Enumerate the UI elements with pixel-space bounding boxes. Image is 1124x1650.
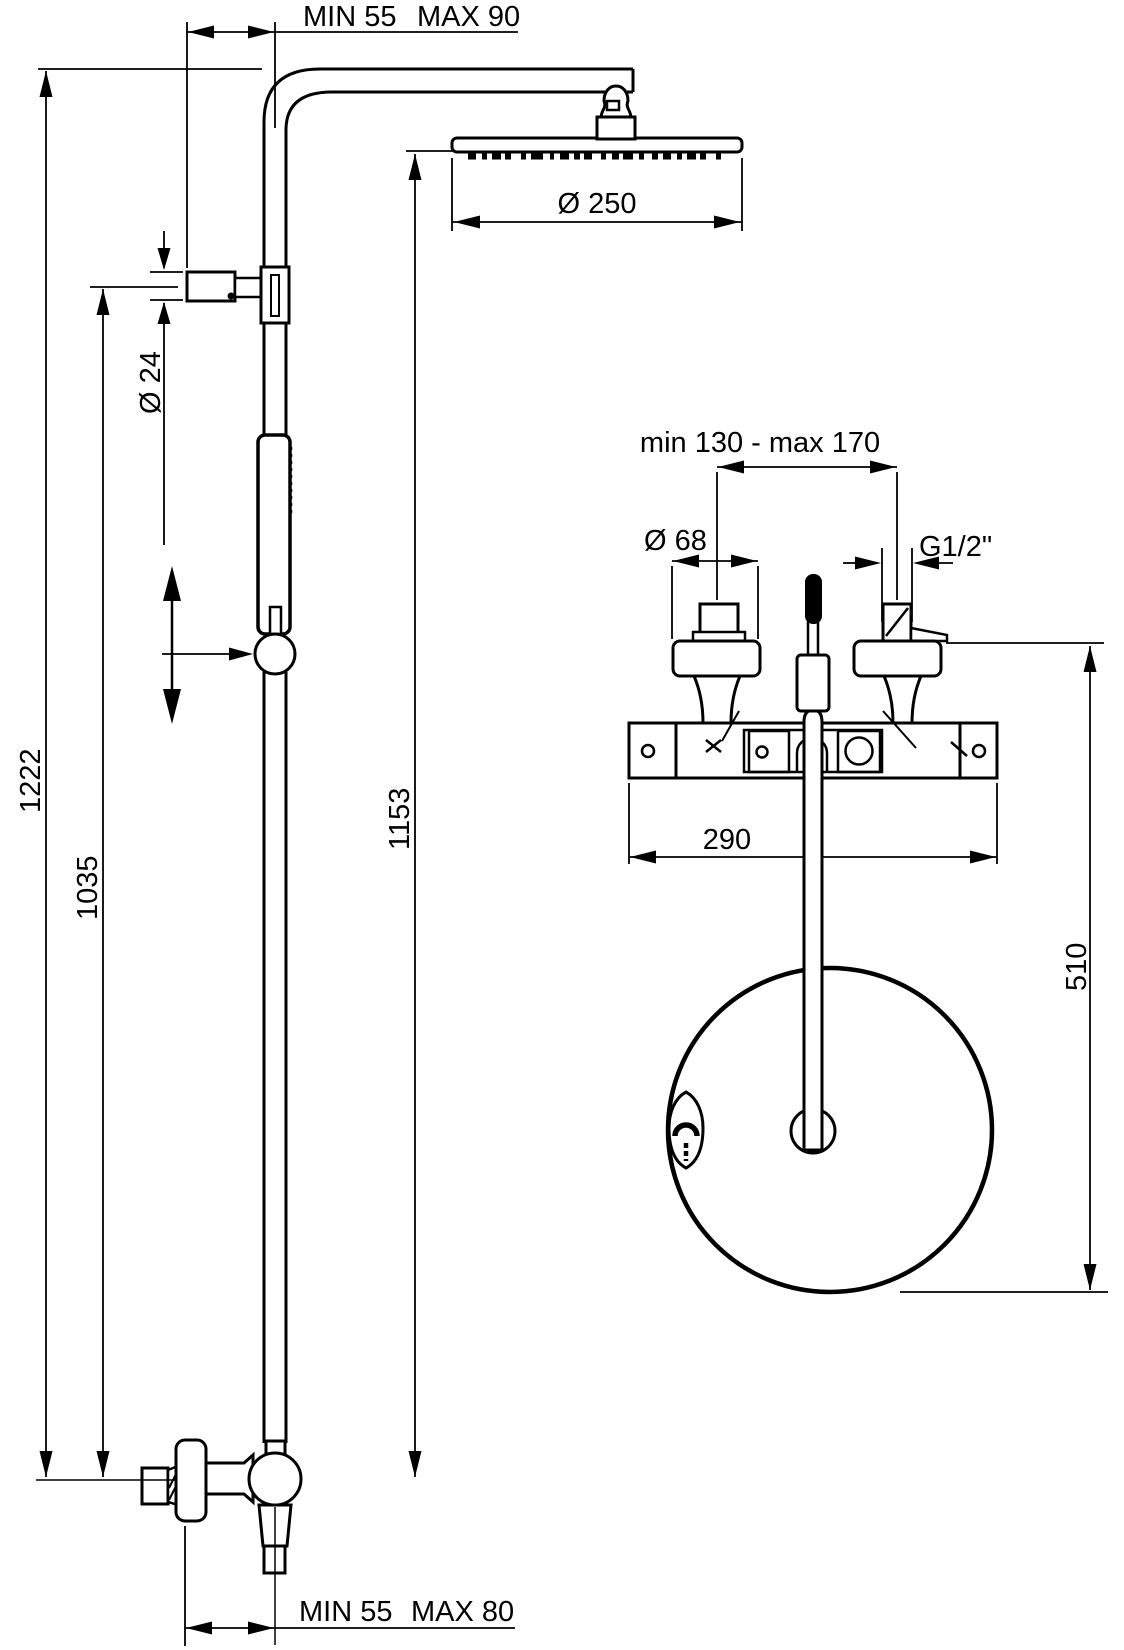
- wall-union-nut: [140, 1466, 170, 1506]
- bracket-slot: [270, 274, 280, 317]
- total-height-arrow-top: [39, 71, 53, 97]
- slider-travel-arrow-down: [163, 689, 181, 724]
- mounting-hole-left: [640, 743, 656, 759]
- recess-plate: [747, 729, 791, 774]
- right-knob-neck-left: [882, 675, 895, 724]
- bracket-height-arrow-top: [96, 289, 110, 315]
- dim-hose-drop-label: 510: [1061, 943, 1093, 991]
- right-dash-mark: [950, 741, 968, 757]
- bracket-dia-arrow-down: [157, 248, 171, 270]
- dim-escutcheon-diameter-label: Ø 68: [644, 525, 707, 557]
- inlet-spacing-arrow-right: [870, 460, 896, 474]
- dim-head-diameter-label: Ø 250: [558, 188, 637, 220]
- dim-bottom-offset-min-label: MIN 55: [299, 1596, 392, 1628]
- recess-plate-hole: [755, 745, 769, 759]
- right-knob-base: [852, 639, 943, 678]
- hose-drop-arrow-top: [1083, 646, 1097, 672]
- swivel-notch: [605, 99, 621, 112]
- slider-lock-knob: [253, 632, 297, 676]
- dim-total-height-label: 1222: [15, 748, 47, 813]
- bottom-arrow-right: [248, 1621, 274, 1635]
- inlet-spacing-arrow-left: [718, 460, 744, 474]
- right-knob-neck-right: [910, 675, 923, 724]
- dim-thread-size-label: G1/2": [919, 531, 992, 563]
- left-leader-line: [721, 710, 740, 742]
- diverter-knob: [844, 736, 874, 766]
- hand-shower-grip: [805, 574, 822, 624]
- bracket-slider-plate: [259, 265, 291, 325]
- hose-drop-arrow-bottom: [1083, 1264, 1097, 1290]
- shower-badge-spray-icon: [672, 1122, 700, 1137]
- right-knob-diagonal: [885, 607, 909, 637]
- body-width-arrow-right: [970, 850, 996, 864]
- slider-leader-arrow: [229, 647, 253, 661]
- left-x-mark-2: [705, 739, 722, 753]
- bottom-ball-joint: [247, 1451, 303, 1507]
- arm-inner-line: [284, 90, 633, 269]
- bracket-dia-arrow-up: [157, 302, 171, 324]
- dim-inlet-spacing-label: min 130 - max 170: [640, 427, 880, 459]
- front-view: 290: [627, 574, 999, 1295]
- hand-shower-hose: [802, 708, 824, 1152]
- handle-clip-slot: [268, 605, 283, 636]
- bottom-inlet-neck: [204, 1451, 255, 1506]
- bottom-escutcheon: [174, 1438, 208, 1523]
- slider-travel-arrow-up: [163, 566, 181, 601]
- shower-badge-outline: [667, 1090, 705, 1170]
- dim-head-height-label: 1153: [384, 788, 416, 850]
- dim-top-offset-max-label: MAX 90: [417, 1, 520, 33]
- head-dia-arrow-left: [454, 215, 480, 229]
- top-arrow-left: [188, 25, 214, 39]
- bracket-height-arrow-bottom: [96, 1451, 110, 1477]
- right-leader-line: [882, 710, 917, 749]
- dim-bracket-height-label: 1035: [72, 855, 104, 920]
- head-height-arrow-top: [408, 154, 422, 180]
- bracket-screw-dot: [227, 292, 235, 300]
- escutcheon-arrow-right: [731, 554, 757, 568]
- total-height-arrow-bottom: [39, 1451, 53, 1477]
- side-view-dimensions: MIN 55 MAX 90 Ø 250 Ø 24 1222 1035: [15, 1, 743, 1646]
- left-knob-base: [671, 639, 762, 678]
- swivel-base: [595, 115, 637, 141]
- left-knob-neck-right: [729, 675, 742, 724]
- front-view-dimensions: min 130 - max 170 Ø 68 G1/2" 510: [640, 427, 1108, 1293]
- bottom-arrow-left: [186, 1621, 212, 1635]
- head-dia-arrow-right: [714, 215, 740, 229]
- diverter-plate: [836, 729, 882, 774]
- dim-body-width-label: 290: [703, 824, 751, 856]
- dim-top-offset-min-label: MIN 55: [303, 1, 396, 33]
- thread-arrow-right: [913, 556, 939, 570]
- hand-shower-holder: [795, 653, 831, 713]
- top-arrow-right: [248, 25, 274, 39]
- dim-bracket-diameter-label: Ø 24: [135, 351, 167, 414]
- left-knob-neck-left: [692, 675, 705, 724]
- hand-shower-handle: [256, 433, 292, 636]
- arm-outer-line: [262, 67, 633, 269]
- mounting-hole-right: [971, 743, 987, 759]
- side-view: [36, 67, 744, 1645]
- right-knob-lever-flap: [909, 626, 949, 643]
- thread-arrow-left: [855, 556, 881, 570]
- head-height-arrow-bottom: [408, 1451, 422, 1477]
- body-width-arrow-left: [630, 850, 656, 864]
- wall-bracket-cylinder: [185, 270, 237, 303]
- escutcheon-arrow-left: [673, 554, 699, 568]
- dim-bottom-offset-max-label: MAX 80: [411, 1596, 514, 1628]
